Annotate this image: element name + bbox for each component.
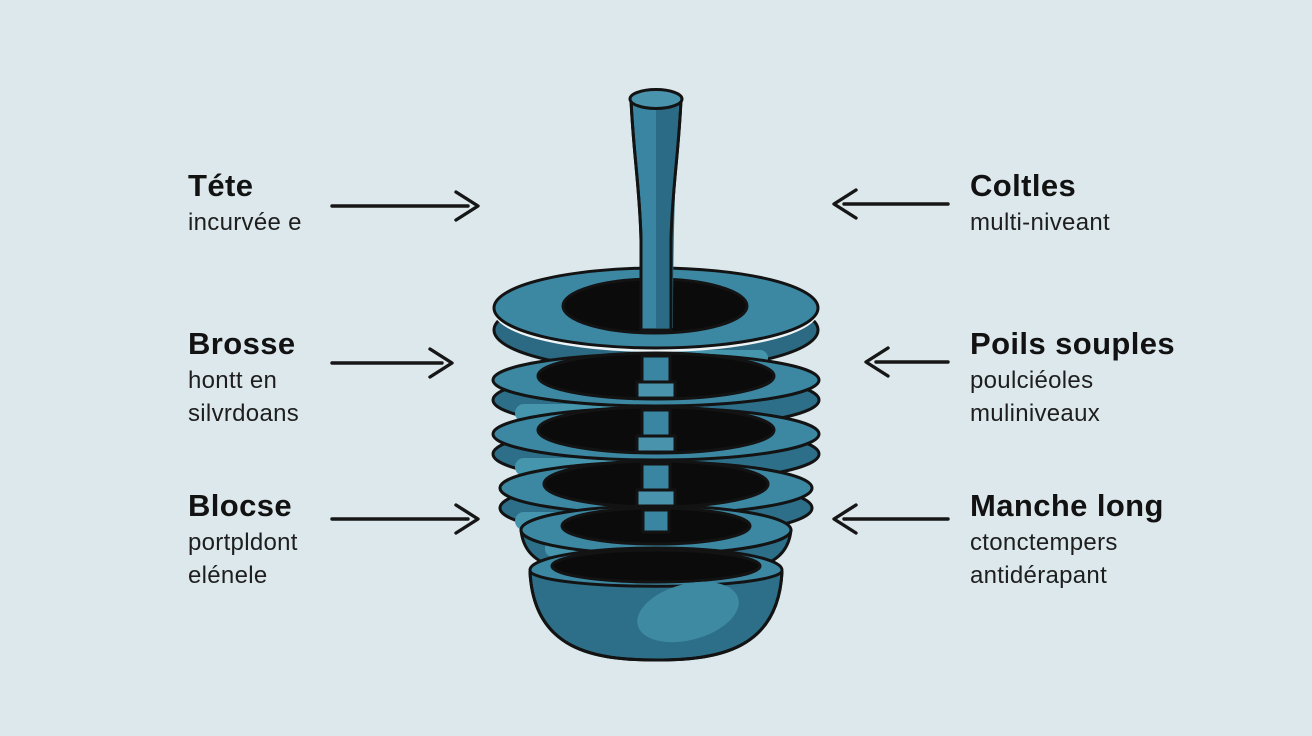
label-brosse-line: silvrdoans <box>188 400 300 427</box>
arrow-manche-long <box>832 503 950 535</box>
label-brosse-line: hontt en <box>188 367 278 394</box>
label-poils-souples: Poils souples poulciéoles muliniveaux <box>970 326 1175 428</box>
label-coltles-title: Coltles <box>970 168 1077 203</box>
label-poils-souples-line: muliniveaux <box>970 400 1101 427</box>
label-manche-long-title: Manche long <box>970 488 1164 523</box>
label-tete: Téte incurvée e <box>188 168 302 237</box>
label-brosse: Brosse hontt en silvrdoans <box>188 326 299 428</box>
arrow-poils-souples <box>864 346 950 378</box>
label-blocse-line: elénele <box>188 562 268 589</box>
arrow-blocse <box>330 503 480 535</box>
label-poils-souples-title: Poils souples <box>970 326 1176 361</box>
label-manche-long-line: ctonctempers <box>970 529 1118 556</box>
label-poils-souples-line: poulciéoles <box>970 367 1094 394</box>
label-blocse: Blocse portpldont elénele <box>188 488 298 590</box>
brush-handle <box>628 88 684 332</box>
label-tete-title: Téte <box>188 168 254 203</box>
label-brosse-title: Brosse <box>188 326 296 361</box>
label-manche-long: Manche long ctonctempers antidérapant <box>970 488 1164 590</box>
label-coltles-line: multi-niveant <box>970 209 1110 236</box>
brush-bowl <box>528 546 784 662</box>
label-tete-line: incurvée e <box>188 209 302 236</box>
label-blocse-title: Blocse <box>188 488 293 523</box>
label-blocse-line: portpldont <box>188 529 298 556</box>
label-coltles: Coltles multi-niveant <box>970 168 1110 237</box>
label-manche-long-line: antidérapant <box>970 562 1108 589</box>
arrow-coltles <box>832 188 950 220</box>
arrow-tete <box>330 190 480 222</box>
arrow-brosse <box>330 347 454 379</box>
